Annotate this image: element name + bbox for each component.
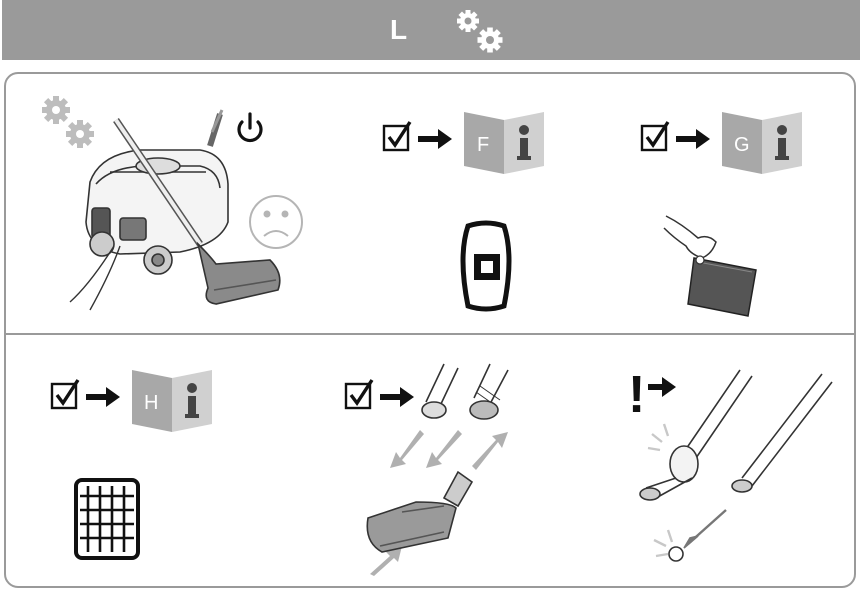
step-6: ! [626,360,836,577]
tube-illustration [421,363,509,420]
checkbox-icon [50,379,80,410]
nozzle-illustration [366,470,474,553]
arrow-icons [370,430,508,576]
power-icon [237,112,263,143]
header-bar: L [2,0,860,60]
row-divider [4,333,856,335]
step-3: G [638,108,828,327]
checkbox-icon [344,379,374,410]
arrow-right-icon [648,377,676,397]
manual-icon: G [722,112,802,174]
step-5 [340,362,540,583]
burst-lines [647,423,674,558]
step-4: H [48,366,238,571]
manual-icon: F [464,112,544,174]
checkbox-icon [382,121,412,152]
sad-face-icon [249,195,303,249]
gears-icon [457,10,503,53]
checkbox-icon [640,121,670,152]
manual-letter: F [477,134,489,156]
arrow-right-icon [86,387,120,407]
arrow-right-icon [380,387,414,407]
warning-icon: ! [628,366,645,424]
arrow-right-icon [676,129,710,149]
blocked-tube-illustration [639,369,833,562]
gears-icon [42,96,94,148]
vacuum-cleaner-illustration [42,96,303,311]
section-letter: L [390,14,408,45]
step-2: F [380,108,570,323]
manual-letter: G [734,134,750,156]
warning-mark: ! [628,366,645,424]
dust-bag-icon [460,220,512,312]
arrow-right-icon [418,129,452,149]
manual-letter: H [144,392,158,414]
step-1 [30,84,310,329]
hand-bag-illustration [663,215,757,317]
manual-icon: H [132,370,212,432]
filter-icon [74,478,140,560]
instruction-frame [4,72,856,588]
